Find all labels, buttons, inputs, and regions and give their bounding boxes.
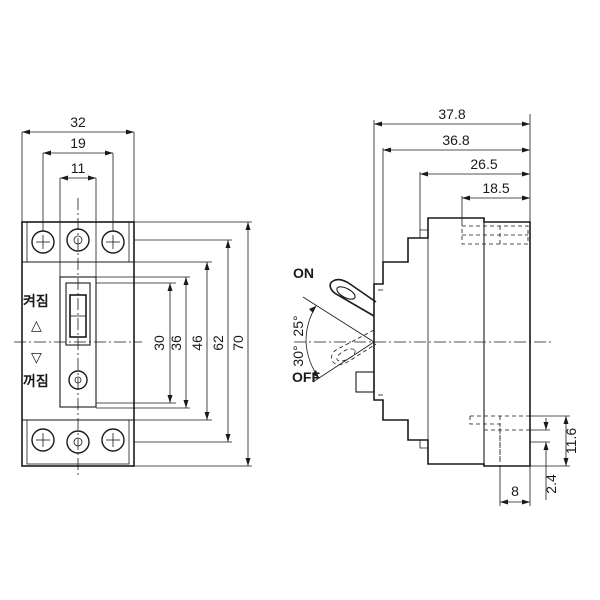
dim-width-handle: 11 <box>71 160 86 176</box>
side-top-notch <box>419 229 428 238</box>
off-arrow-symbol: ▽ <box>31 350 42 366</box>
on-arrow-symbol: △ <box>31 318 42 334</box>
state-off-label: OFF <box>292 369 320 385</box>
dim-height-46: 46 <box>189 335 205 351</box>
on-label-korean: 켜짐 <box>23 293 49 310</box>
dim-height-2-4: 2.4 <box>543 474 559 494</box>
angle-ray-off <box>312 341 375 383</box>
dim-height-70: 70 <box>230 335 246 351</box>
dim-height-30: 30 <box>151 335 167 351</box>
handle-on-position <box>329 278 377 317</box>
top-left-screw-icon <box>31 230 55 254</box>
dim-depth-18-5: 18.5 <box>482 180 509 196</box>
side-view: ON OFF 25° 30° 37.8 36.8 26.5 18.5 <box>290 106 579 506</box>
dim-width-8: 8 <box>511 483 519 499</box>
angle-on-label: 25° <box>290 315 306 336</box>
dim-depth-37-8: 37.8 <box>438 106 465 122</box>
dim-width-outer-screws: 19 <box>70 135 86 151</box>
side-reset-button <box>355 371 375 393</box>
side-hidden-bottom-feature <box>469 415 528 462</box>
state-on-label: ON <box>293 265 314 281</box>
off-label-korean: 꺼짐 <box>23 373 49 390</box>
dim-height-62: 62 <box>210 335 226 351</box>
handle-off-position <box>331 329 377 365</box>
dim-height-11-6: 11.6 <box>563 428 579 454</box>
dim-width-total: 32 <box>70 114 86 130</box>
angle-off-label: 30° <box>290 345 306 366</box>
front-view: 켜짐 △ ▽ 꺼짐 32 19 11 <box>14 114 252 478</box>
dim-height-36: 36 <box>168 335 184 351</box>
dim-depth-36-8: 36.8 <box>442 132 469 148</box>
bottom-left-screw-icon <box>31 428 55 452</box>
angle-ray-on <box>302 296 375 343</box>
angle-arc-on <box>305 305 317 343</box>
bottom-right-screw-icon <box>101 428 125 452</box>
dim-depth-26-5: 26.5 <box>470 156 497 172</box>
side-bottom-notch <box>419 440 428 449</box>
top-right-screw-icon <box>101 230 125 254</box>
